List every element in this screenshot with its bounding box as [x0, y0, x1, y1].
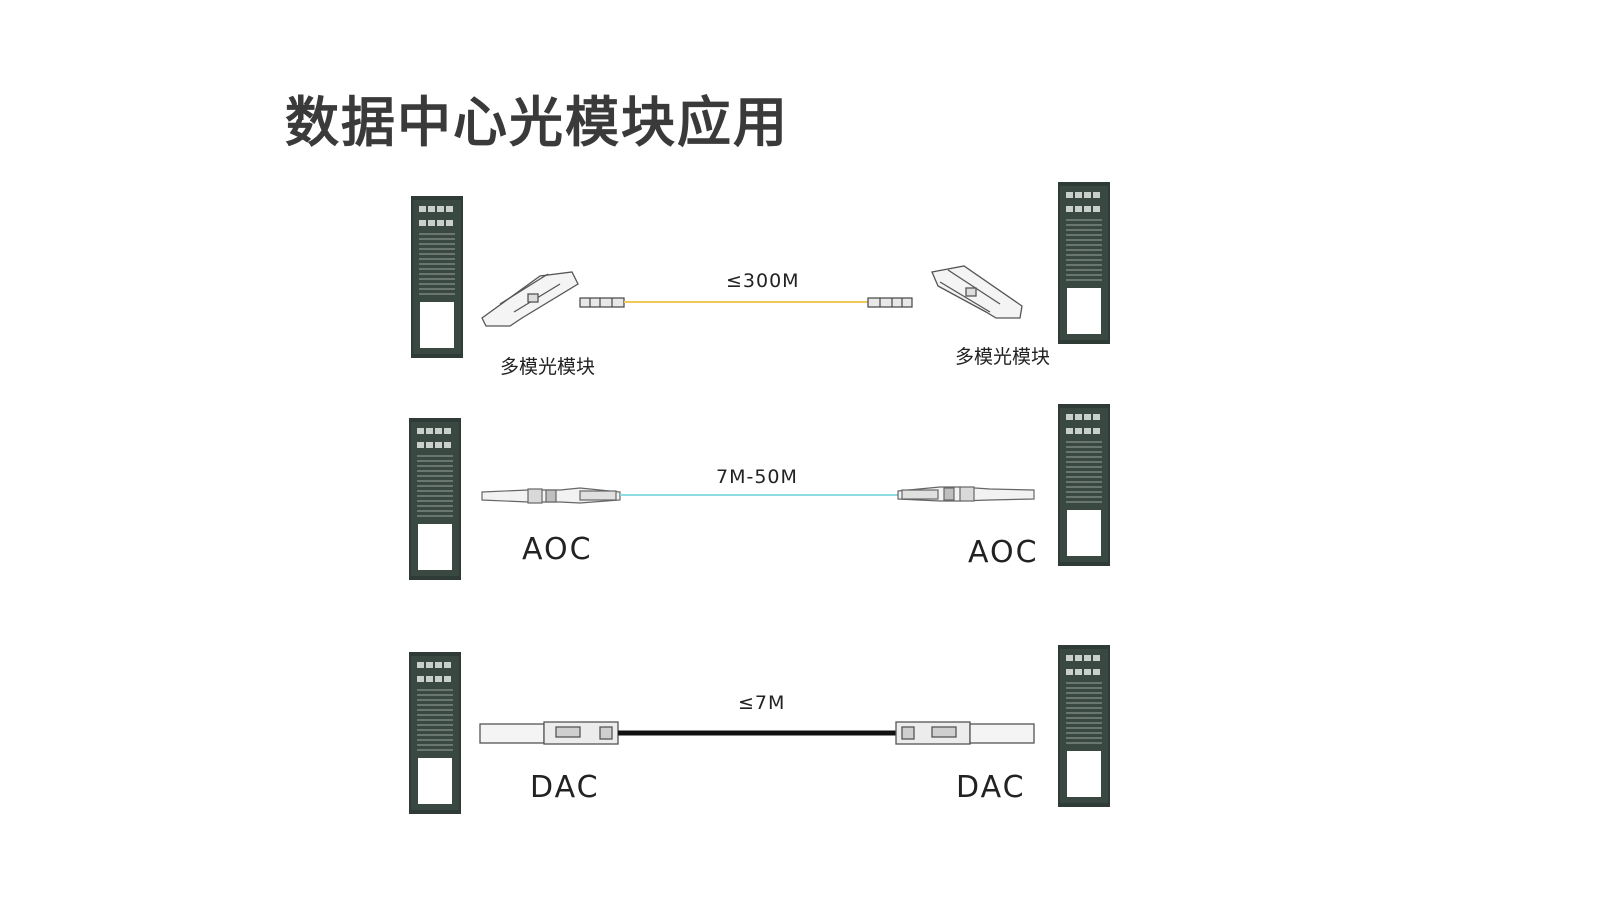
lc-connector-icon	[867, 297, 913, 308]
aoc-module-icon	[897, 486, 1035, 502]
distance-label-dac: ≤7M	[738, 692, 786, 714]
transceiver-module-icon	[931, 265, 1023, 319]
dac-module-icon	[895, 721, 1035, 745]
module-label-left-3: DAC	[530, 770, 600, 805]
distance-label-multimode: ≤300M	[726, 270, 800, 292]
switch-right-2	[1057, 403, 1111, 567]
transceiver-module-icon	[481, 271, 579, 327]
module-label-left-1: 多模光模块	[500, 356, 596, 378]
module-label-right-1: 多模光模块	[955, 346, 1051, 368]
distance-label-aoc: 7M-50M	[716, 466, 798, 488]
switch-right-3	[1057, 644, 1111, 808]
switch-right-1	[1057, 181, 1111, 345]
page-title: 数据中心光模块应用	[285, 91, 789, 154]
switch-left-3	[408, 651, 462, 815]
switch-left-1	[410, 195, 464, 359]
module-label-left-2: AOC	[522, 532, 593, 567]
aoc-module-icon	[481, 487, 621, 504]
module-label-right-2: AOC	[968, 535, 1039, 570]
dac-module-icon	[479, 721, 619, 745]
switch-left-2	[408, 417, 462, 581]
module-label-right-3: DAC	[956, 770, 1026, 805]
lc-connector-icon	[579, 297, 625, 308]
